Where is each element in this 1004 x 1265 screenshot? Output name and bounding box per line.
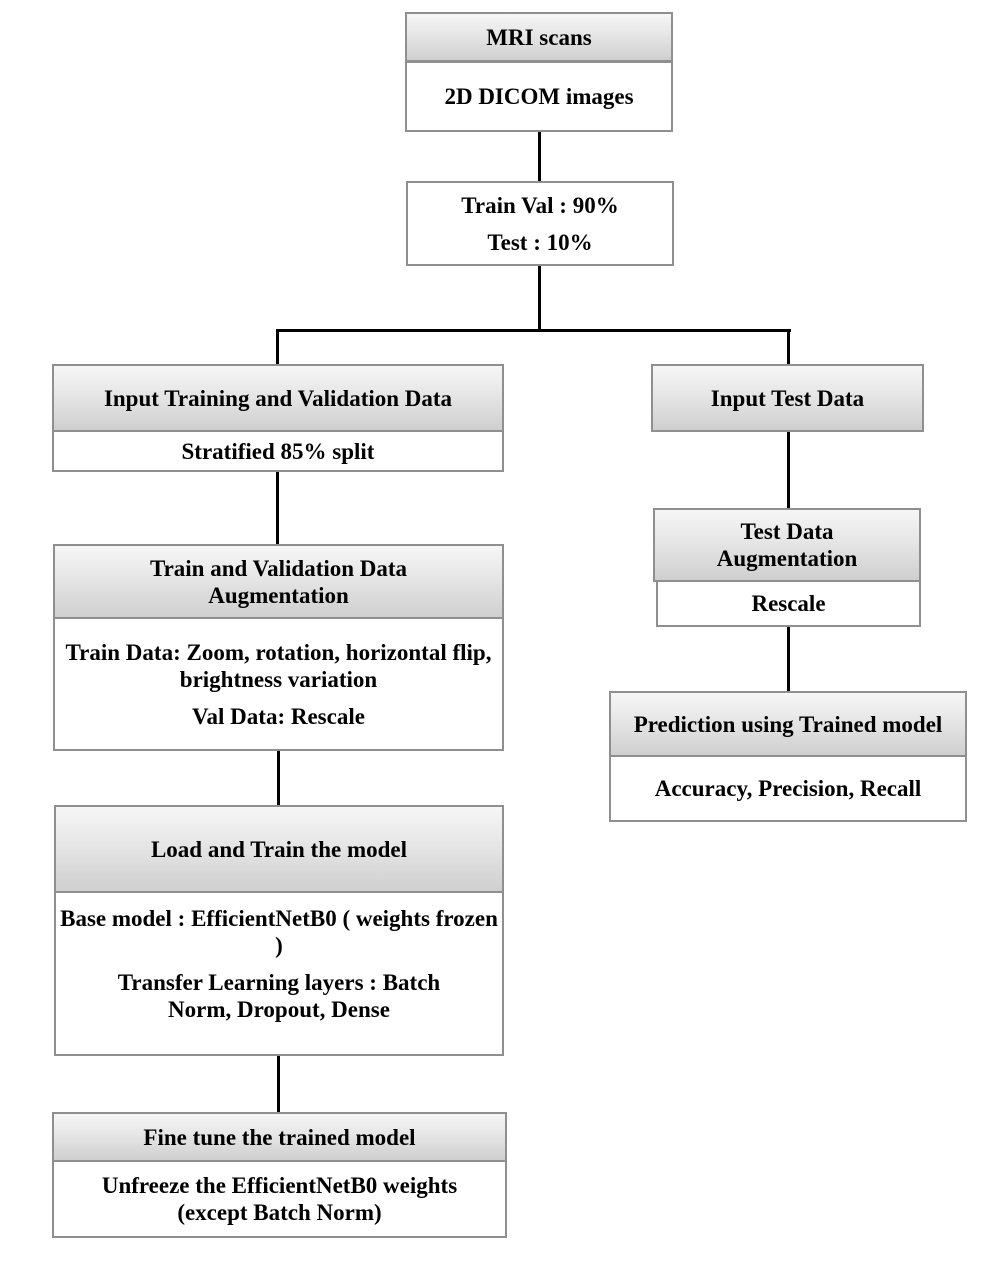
connector-branch-horizontal [276,329,791,332]
connector-testinput-to-testaug [787,431,790,509]
fine-tune-detail: Unfreeze the EfficientNetB0 weights (exc… [101,1173,458,1225]
prediction-header: Prediction using Trained model [609,691,967,757]
train-model-transfer-text: Transfer Learning layers : Batch Norm, D… [117,970,441,1022]
mri-scans-title: MRI scans [486,24,592,50]
train-input-detail-box: Stratified 85% split [52,430,504,472]
mri-scans-detail-box: 2D DICOM images [405,61,673,132]
test-aug-detail: Rescale [751,591,826,616]
train-model-title: Load and Train the model [150,836,408,862]
train-model-detail-box: Base model : EfficientNetB0 ( weights fr… [54,891,504,1056]
test-aug-detail-box: Rescale [656,580,921,627]
fine-tune-detail-box: Unfreeze the EfficientNetB0 weights (exc… [52,1160,507,1238]
train-input-detail: Stratified 85% split [181,438,375,464]
train-aug-title: Train and Validation Data Augmentation [149,555,408,608]
connector-split-to-branch [538,265,541,331]
connector-branch-right [787,329,790,365]
train-model-base-text: Base model : EfficientNetB0 ( weights fr… [60,906,498,958]
connector-train-to-finetune [277,1055,280,1113]
fine-tune-header: Fine tune the trained model [52,1112,507,1162]
train-aug-val-text: Val Data: Rescale [192,703,365,729]
train-model-header: Load and Train the model [54,805,504,893]
train-aug-detail-box: Train Data: Zoom, rotation, horizontal f… [53,617,504,751]
fine-tune-title: Fine tune the trained model [143,1124,416,1150]
connector-input-to-aug [276,471,279,545]
connector-testaug-to-prediction [787,626,790,692]
split-line-1: Train Val : 90% [461,192,619,218]
split-box: Train Val : 90% Test : 10% [406,181,674,266]
test-input-header: Input Test Data [651,364,924,432]
connector-aug-to-train [277,750,280,806]
test-aug-title: Test Data Augmentation [716,519,858,571]
mri-scans-header: MRI scans [405,12,673,62]
train-aug-header: Train and Validation Data Augmentation [53,544,504,619]
prediction-detail: Accuracy, Precision, Recall [654,776,922,801]
train-input-title: Input Training and Validation Data [103,385,453,411]
mri-scans-detail: 2D DICOM images [444,84,634,109]
train-aug-train-text: Train Data: Zoom, rotation, horizontal f… [65,639,492,692]
connector-branch-left [276,329,279,365]
connector-mri-to-split [538,131,541,182]
prediction-detail-box: Accuracy, Precision, Recall [609,755,967,822]
test-aug-header: Test Data Augmentation [653,508,921,582]
prediction-title: Prediction using Trained model [633,711,943,737]
test-input-title: Input Test Data [710,385,865,411]
split-line-2: Test : 10% [487,229,593,255]
train-input-header: Input Training and Validation Data [52,364,504,432]
